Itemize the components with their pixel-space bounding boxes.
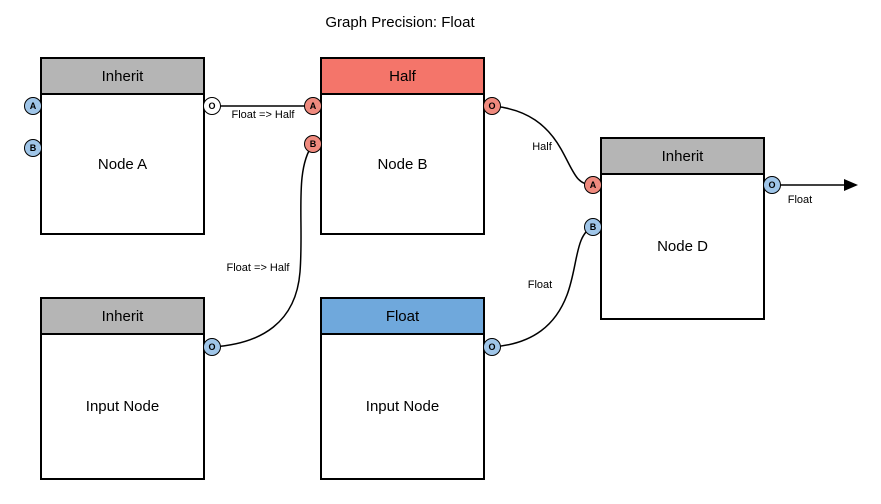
edge-input-middle-to-node-d [491, 226, 594, 348]
edge-input-left-to-node-b [211, 143, 314, 348]
node-b-label: Node B [377, 155, 428, 173]
node-a-port-b: B [24, 139, 42, 157]
node-a-port-o: O [203, 97, 221, 115]
node-a-header: Inherit [42, 59, 203, 95]
node-b-port-o: O [483, 97, 501, 115]
edge-label-node-d-output: Float [787, 194, 813, 206]
input-node-middle: Float Input Node [320, 297, 485, 480]
node-d-port-b: B [584, 218, 602, 236]
graph-title: Graph Precision: Float [325, 14, 475, 31]
input-node-middle-port-o: O [483, 338, 501, 356]
edge-label-input-left-to-node-b: Float => Half [226, 262, 290, 274]
edge-node-b-to-node-d [491, 105, 594, 186]
node-b-header: Half [322, 59, 483, 95]
input-node-middle-label: Input Node [365, 398, 440, 415]
input-node-left-port-o: O [203, 338, 221, 356]
node-d-port-a: A [584, 176, 602, 194]
node-b-port-b: B [304, 135, 322, 153]
node-b: Half Node B [320, 57, 485, 235]
input-node-left-label: Input Node [85, 398, 160, 415]
input-node-left: Inherit Input Node [40, 297, 205, 480]
node-d-header: Inherit [602, 139, 763, 175]
edge-label-node-a-to-node-b: Float => Half [231, 109, 295, 121]
node-d-port-o: O [763, 176, 781, 194]
node-b-port-a: A [304, 97, 322, 115]
node-a-port-a: A [24, 97, 42, 115]
node-a: Inherit Node A [40, 57, 205, 235]
node-d-label: Node D [657, 238, 708, 255]
edge-label-node-b-to-node-d: Half [532, 141, 552, 153]
edge-label-input-middle-to-node-d: Float [527, 279, 553, 291]
node-a-label: Node A [97, 155, 148, 173]
node-d: Inherit Node D [600, 137, 765, 320]
input-node-left-header: Inherit [42, 299, 203, 335]
input-node-middle-header: Float [322, 299, 483, 335]
